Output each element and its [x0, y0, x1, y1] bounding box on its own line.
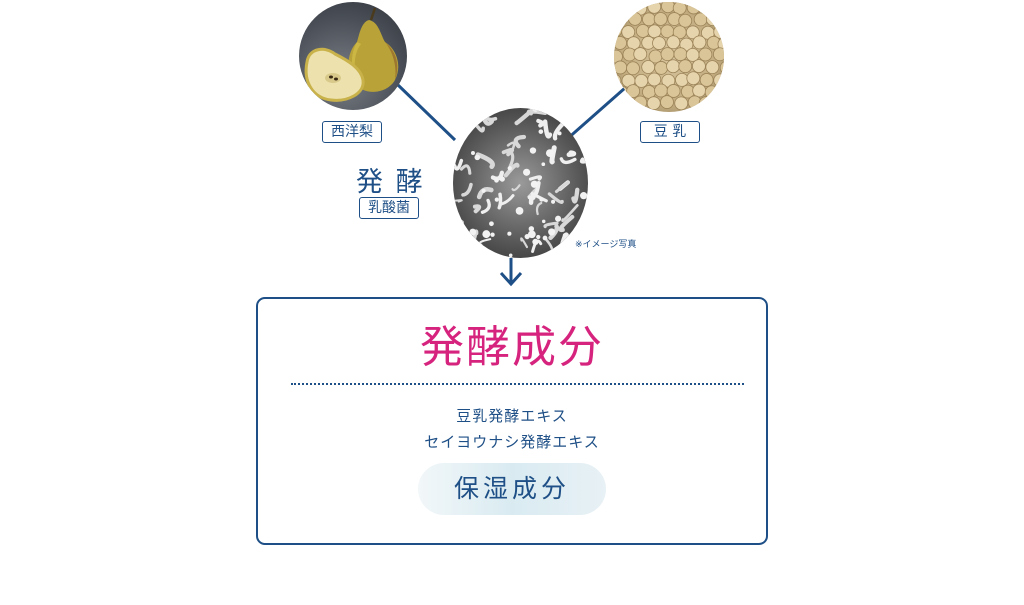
pear-photo	[299, 2, 407, 110]
arrow-down-icon	[499, 258, 523, 287]
soybean-photo	[614, 2, 724, 112]
image-note: ※イメージ写真	[575, 240, 637, 250]
moisturizing-badge: 保湿成分	[418, 463, 606, 515]
fermented-ingredients-box: 発酵成分 豆乳発酵エキス セイヨウナシ発酵エキス 保湿成分	[256, 297, 768, 545]
fermentation-label: 発 酵	[356, 167, 425, 198]
tag-lactic-acid-bacteria: 乳酸菌	[359, 197, 419, 219]
ingredient-pear-ferment: セイヨウナシ発酵エキス	[424, 433, 600, 451]
ingredient-soy-milk-ferment: 豆乳発酵エキス	[456, 407, 568, 425]
dotted-divider	[291, 383, 744, 385]
tag-pear: 西洋梨	[322, 121, 382, 143]
tag-soy-milk: 豆 乳	[640, 121, 700, 143]
box-title: 発酵成分	[420, 322, 604, 373]
microscope-bacteria-photo	[453, 108, 588, 258]
